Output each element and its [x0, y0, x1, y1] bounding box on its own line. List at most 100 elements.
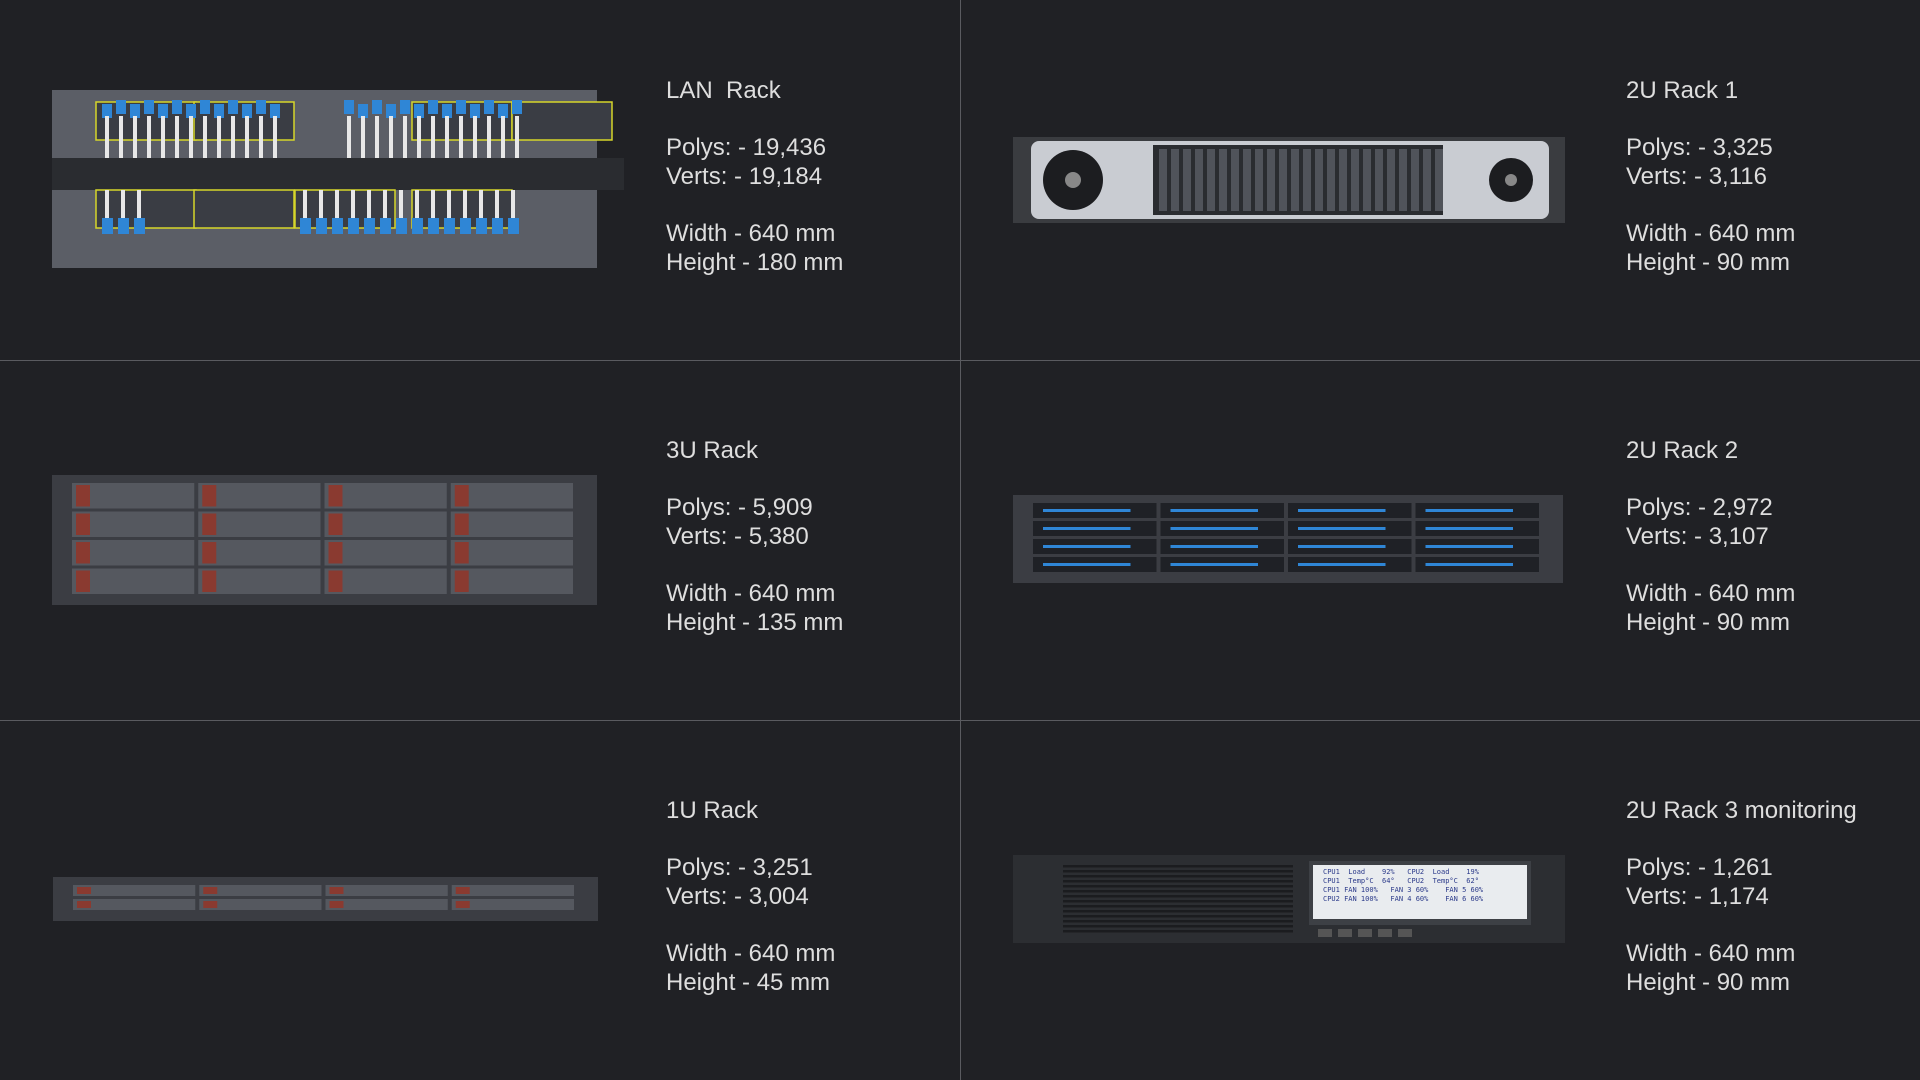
cable: [431, 190, 435, 220]
port-block: [193, 189, 295, 229]
patch-cable: [380, 218, 391, 234]
drive-tab: [329, 887, 344, 894]
patch-cable: [130, 104, 140, 118]
rack-width: Width - 640 mm: [1626, 940, 1796, 967]
drive-bay: [199, 899, 322, 910]
drive-slot: [1327, 149, 1335, 211]
cable: [361, 116, 365, 158]
drive-bay: [72, 511, 195, 537]
patch-cable: [412, 218, 423, 234]
drive-tab: [76, 570, 90, 592]
patch-cable: [102, 104, 112, 118]
cable: [495, 190, 499, 220]
vent-slot: [1063, 865, 1293, 868]
rack-height: Height - 135 mm: [666, 609, 844, 636]
patch-cable: [116, 100, 126, 114]
drive-tab: [202, 570, 217, 592]
drive-bay: [198, 511, 321, 537]
cable: [259, 116, 263, 158]
patch-cable: [118, 218, 129, 234]
drive-tab: [203, 887, 218, 894]
patch-cable: [158, 104, 168, 118]
cable: [347, 116, 351, 158]
polys-count: Polys: - 1,261: [1626, 854, 1773, 881]
drive-led: [1298, 563, 1386, 566]
drive-slot: [1279, 149, 1287, 211]
vent-slot: [1063, 900, 1293, 903]
drive-bay: [451, 899, 574, 910]
drive-tab: [328, 513, 343, 535]
drive-tab: [202, 542, 217, 564]
rack-title: 1U Rack: [666, 797, 759, 824]
drive-slot: [1423, 149, 1431, 211]
verts-count: Verts: - 5,380: [666, 523, 809, 550]
verts-count: Verts: - 3,107: [1626, 523, 1769, 550]
vent-slot: [1063, 920, 1293, 923]
drive-bay: [72, 483, 195, 509]
patch-cable: [396, 218, 407, 234]
polys-count: Polys: - 3,251: [666, 854, 813, 881]
cable-manager: [52, 158, 624, 190]
patch-cable: [270, 104, 280, 118]
drive-slot: [1375, 149, 1383, 211]
cable: [335, 190, 339, 220]
patch-cable: [444, 218, 455, 234]
display-line: CPU1 FAN 100% FAN 3 60% FAN 5 60%: [1323, 886, 1484, 894]
cable: [319, 190, 323, 220]
drive-bay: [72, 568, 195, 594]
vent-slot: [1063, 885, 1293, 888]
vent-slot: [1063, 910, 1293, 913]
2u-server-fans-icon: [1013, 137, 1565, 223]
cable: [245, 116, 249, 158]
drive-bay: [325, 899, 448, 910]
drive-slot: [1291, 149, 1299, 211]
rack-height: Height - 90 mm: [1626, 249, 1791, 276]
drive-led: [1298, 545, 1386, 548]
drive-tab: [328, 542, 343, 564]
verts-count: Verts: - 19,184: [666, 163, 823, 190]
3u-drive-bay-icon: [52, 475, 597, 605]
patch-cable: [214, 104, 224, 118]
rack-width: Width - 640 mm: [666, 580, 836, 607]
patch-cable: [428, 218, 439, 234]
rack-title: LAN Rack: [666, 77, 781, 104]
drive-tab: [76, 485, 90, 507]
drive-bay: [73, 899, 196, 910]
cable: [147, 116, 151, 158]
patch-cable: [498, 104, 508, 118]
rack-width: Width - 640 mm: [666, 220, 836, 247]
drive-bay: [325, 885, 448, 896]
drive-tab: [77, 887, 91, 894]
cable: [511, 190, 515, 220]
cable: [273, 116, 277, 158]
lan-patch-panel-icon: [52, 90, 624, 268]
cable: [137, 190, 141, 220]
drive-led: [1170, 509, 1258, 512]
drive-led: [1170, 545, 1258, 548]
display-button: [1318, 929, 1332, 937]
rack-title: 3U Rack: [666, 437, 759, 464]
drive-tab: [455, 887, 470, 894]
drive-slot: [1207, 149, 1215, 211]
polys-count: Polys: - 2,972: [1626, 494, 1773, 521]
display-button: [1338, 929, 1352, 937]
drive-slot: [1267, 149, 1275, 211]
port-block: [511, 101, 613, 141]
patch-cable: [492, 218, 503, 234]
drive-tab: [76, 513, 90, 535]
drive-slot: [1339, 149, 1347, 211]
cable: [479, 190, 483, 220]
drive-slot: [1219, 149, 1227, 211]
drive-tab: [454, 485, 469, 507]
display-button: [1358, 929, 1372, 937]
drive-bay: [450, 540, 573, 566]
rack-height: Height - 180 mm: [666, 249, 844, 276]
verts-count: Verts: - 3,004: [666, 883, 809, 910]
horizontal-divider: [0, 360, 1920, 361]
